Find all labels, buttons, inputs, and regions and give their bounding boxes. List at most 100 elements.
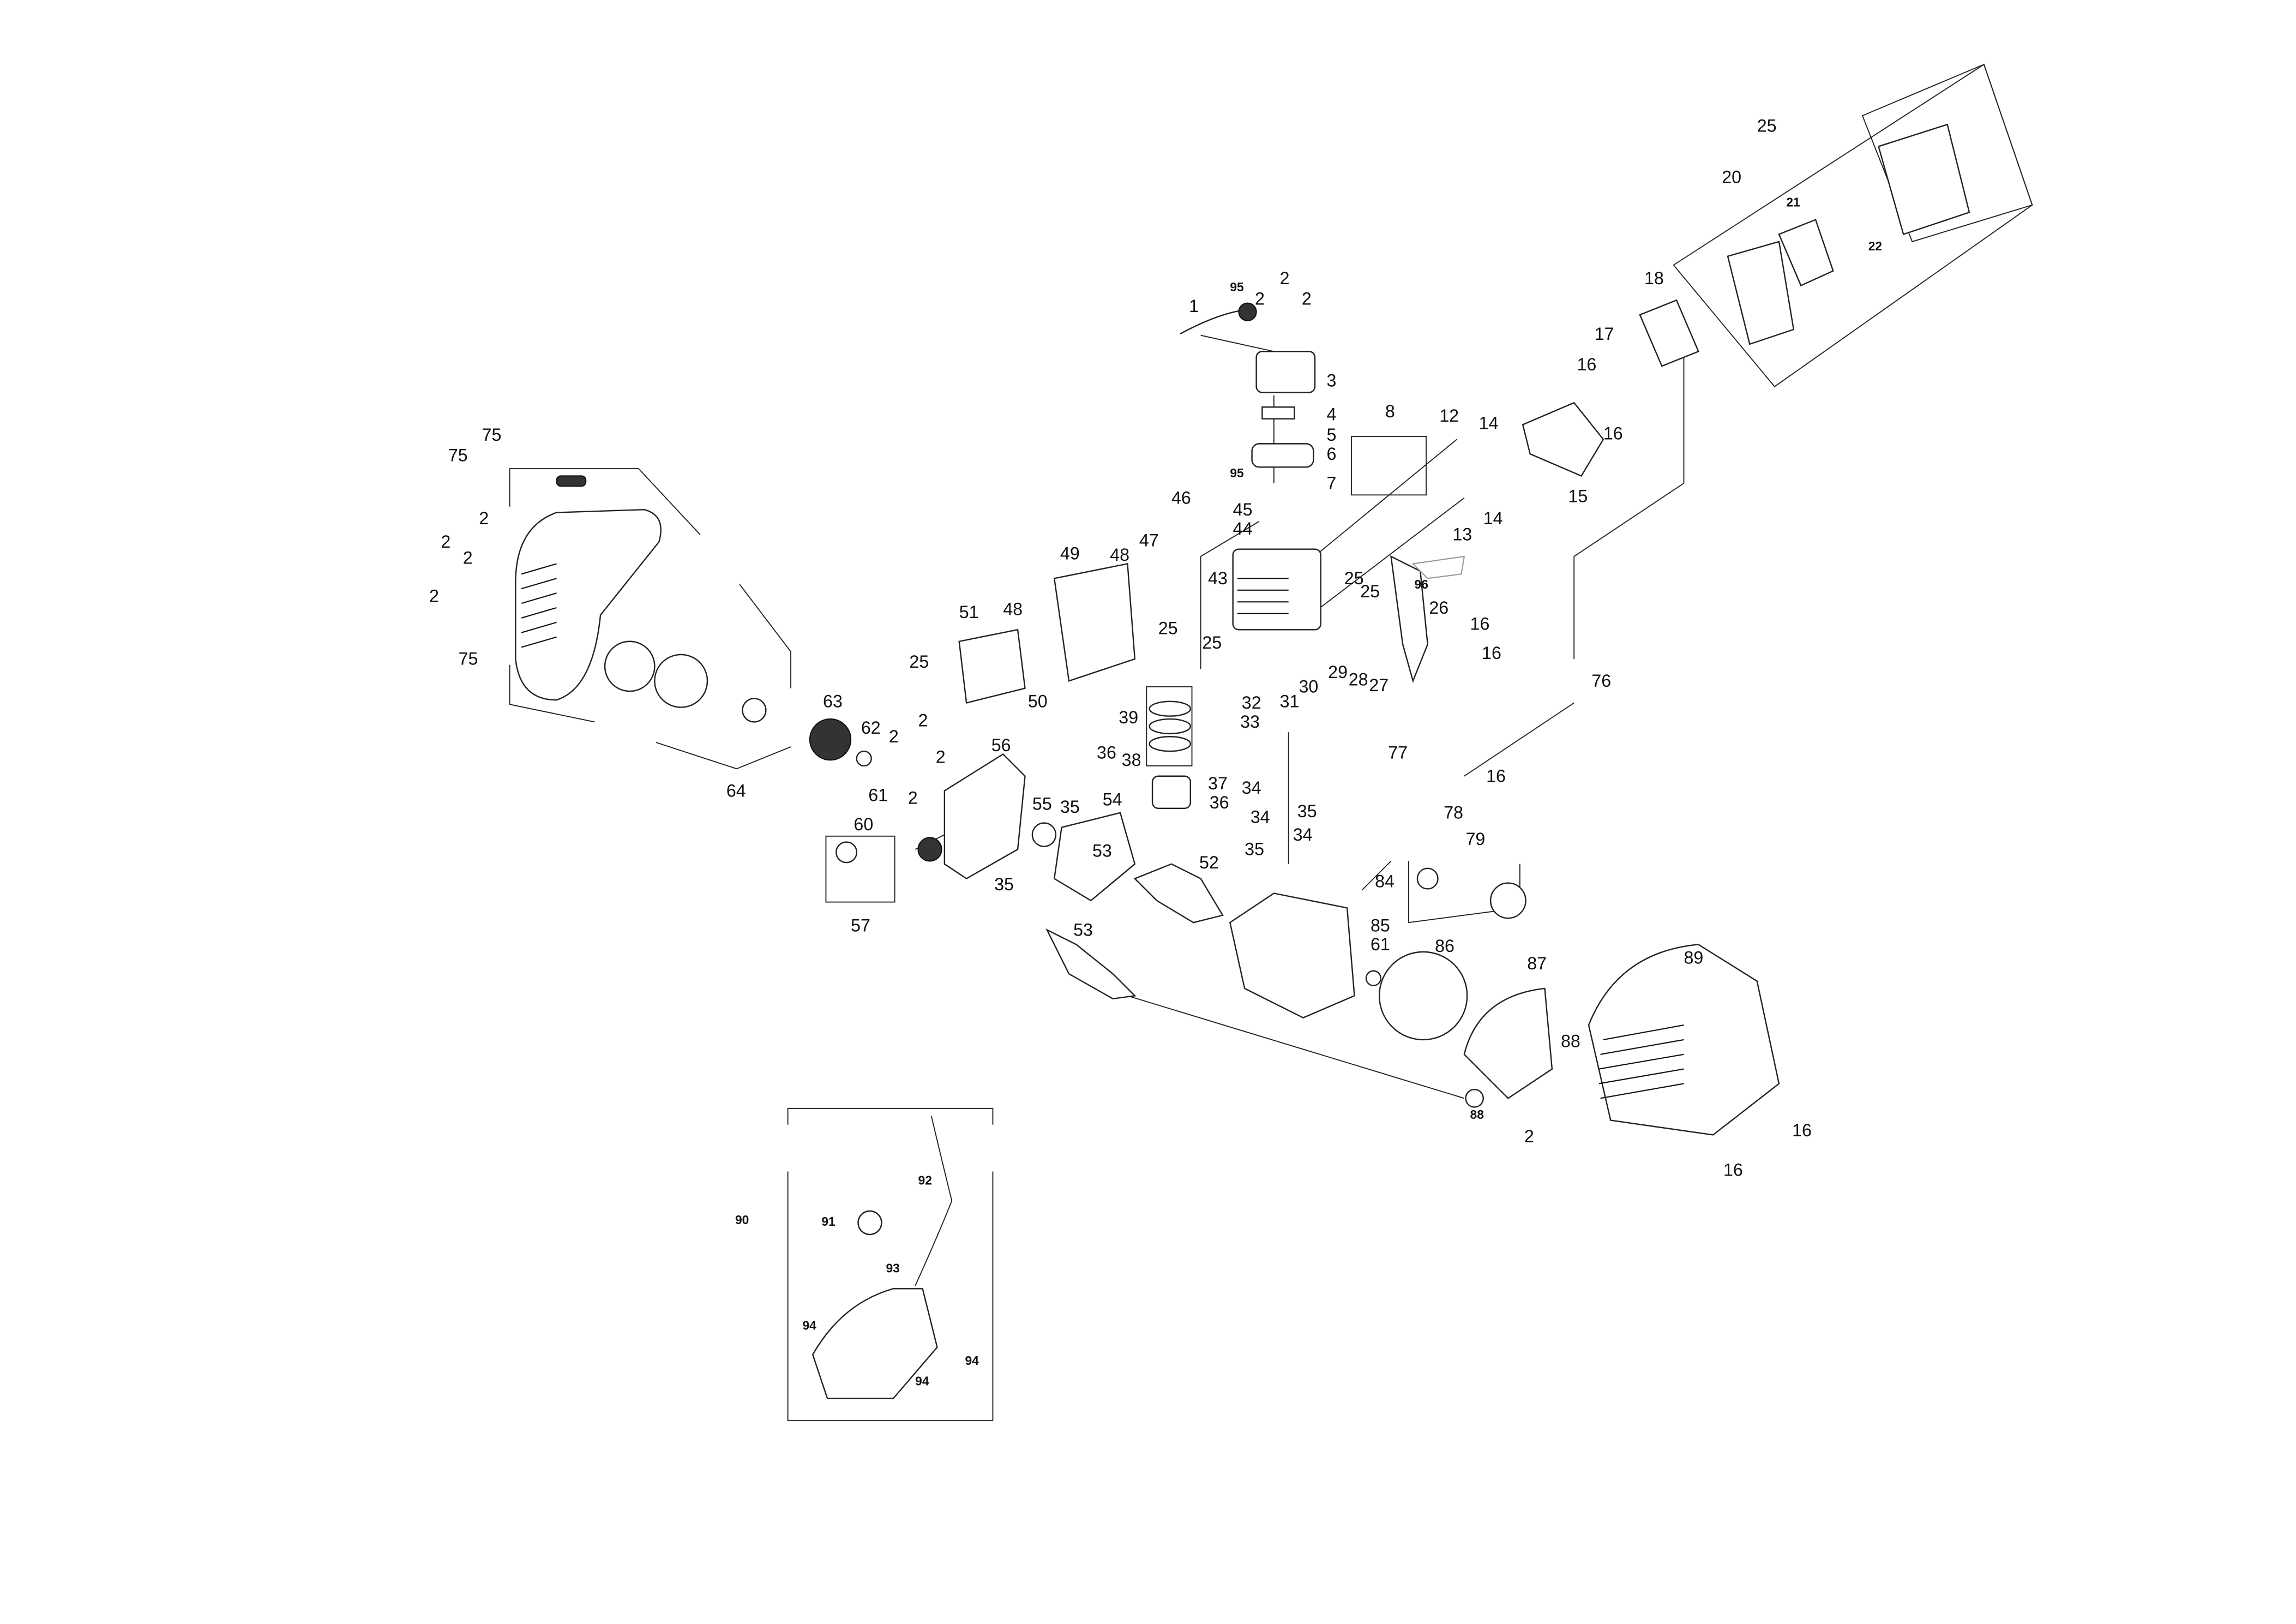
callout: 53 xyxy=(1092,841,1112,860)
crankcase-cover xyxy=(943,753,1026,880)
callout: 46 xyxy=(1171,488,1191,507)
callout: 51 xyxy=(959,602,979,622)
seal xyxy=(917,837,942,862)
callout: 56 xyxy=(991,735,1011,755)
callout: 25 xyxy=(1158,618,1178,638)
callout: 37 xyxy=(1208,774,1228,793)
callout: 62 xyxy=(861,718,881,738)
callout: 16 xyxy=(1577,355,1597,374)
callout: 61 xyxy=(1371,934,1390,954)
callout: 21 xyxy=(1786,195,1800,209)
rocker-arm-frame xyxy=(1351,436,1427,496)
callout: 50 xyxy=(1028,692,1048,711)
callout: 75 xyxy=(459,649,478,669)
callout: 31 xyxy=(1280,692,1300,711)
callout: 2 xyxy=(1302,289,1312,308)
callout: 87 xyxy=(1527,954,1547,973)
fuel-filter xyxy=(857,1210,882,1236)
air-filter-element xyxy=(1778,219,1834,287)
callout: 39 xyxy=(1119,708,1138,727)
fuel-tank-frame-top xyxy=(787,1108,994,1125)
gasket xyxy=(1053,812,1136,902)
piston xyxy=(1151,775,1192,809)
callout: 30 xyxy=(1299,677,1318,697)
callout: 45 xyxy=(1233,500,1253,519)
starter-handle xyxy=(556,475,587,487)
starter-cup xyxy=(809,718,852,761)
callout: 85 xyxy=(1371,915,1390,935)
callout: 75 xyxy=(482,425,502,445)
crankcase xyxy=(1229,892,1355,1018)
callout: 6 xyxy=(1326,444,1336,464)
callout: 86 xyxy=(1435,936,1454,956)
callout: 84 xyxy=(1375,872,1395,891)
o-ring xyxy=(1251,443,1314,468)
air-filter-cover xyxy=(1878,123,1970,236)
fuel-cap xyxy=(836,841,858,864)
starter-frame-brace xyxy=(656,742,791,770)
callout: 27 xyxy=(1369,675,1389,695)
callout: 25 xyxy=(1360,582,1380,601)
callout: 96 xyxy=(1415,577,1428,591)
callout: 79 xyxy=(1466,829,1486,849)
muffler-shield xyxy=(958,628,1026,704)
fan-housing xyxy=(1463,987,1553,1099)
callout: 61 xyxy=(868,785,888,805)
callout: 90 xyxy=(735,1213,749,1227)
callout: 38 xyxy=(1122,750,1141,770)
callout: 76 xyxy=(1591,671,1611,691)
starter-pawl xyxy=(742,698,767,723)
callout: 36 xyxy=(1210,793,1229,812)
callout: 63 xyxy=(823,692,843,711)
callout: 77 xyxy=(1388,743,1408,763)
cover-fins xyxy=(1598,1024,1684,1099)
callout: 60 xyxy=(854,814,873,834)
callout: 1 xyxy=(1189,296,1199,316)
callout: 2 xyxy=(441,532,450,552)
callout: 16 xyxy=(1792,1120,1812,1140)
callout: 14 xyxy=(1483,508,1503,528)
callout: 34 xyxy=(1251,807,1270,827)
callout: 8 xyxy=(1385,401,1395,421)
callout: 5 xyxy=(1326,425,1336,445)
callout: 7 xyxy=(1326,474,1336,493)
fuel-tank-frame-sides xyxy=(787,1171,994,1421)
callout: 44 xyxy=(1233,519,1253,538)
callout: 95 xyxy=(1230,280,1244,294)
starter-frame-right xyxy=(739,584,791,688)
starter-fins xyxy=(521,563,557,648)
callout: 47 xyxy=(1139,530,1159,550)
callout: 22 xyxy=(1868,239,1882,253)
callout: 91 xyxy=(821,1214,836,1229)
washer xyxy=(856,750,872,767)
valve-cover-gasket xyxy=(1261,406,1295,420)
callout: 4 xyxy=(1326,404,1336,424)
callout: 18 xyxy=(1644,268,1664,288)
gear xyxy=(1489,882,1526,919)
fuel-line xyxy=(915,1116,953,1286)
callout: 13 xyxy=(1452,525,1472,544)
callout: 35 xyxy=(1297,801,1317,821)
callout: 52 xyxy=(1199,853,1219,872)
washer-61 xyxy=(1365,970,1382,986)
callout: 2 xyxy=(429,586,439,606)
intake-manifold xyxy=(1522,401,1604,477)
carburetor xyxy=(1639,299,1699,367)
callout: 75 xyxy=(448,446,468,465)
callout: 78 xyxy=(1444,803,1463,823)
grommet xyxy=(1238,302,1257,321)
callout: 95 xyxy=(1230,466,1244,480)
callout: 2 xyxy=(889,727,899,746)
callout: 34 xyxy=(1242,778,1261,798)
callout: 93 xyxy=(886,1261,899,1275)
callout: 2 xyxy=(908,788,918,808)
callout: 17 xyxy=(1595,324,1614,344)
callout: 35 xyxy=(994,874,1014,894)
callout: 36 xyxy=(1097,743,1116,763)
callout: 2 xyxy=(918,710,928,730)
bracket xyxy=(1411,555,1465,579)
piston-ring-2 xyxy=(1149,718,1192,735)
callout: 25 xyxy=(1344,568,1364,588)
